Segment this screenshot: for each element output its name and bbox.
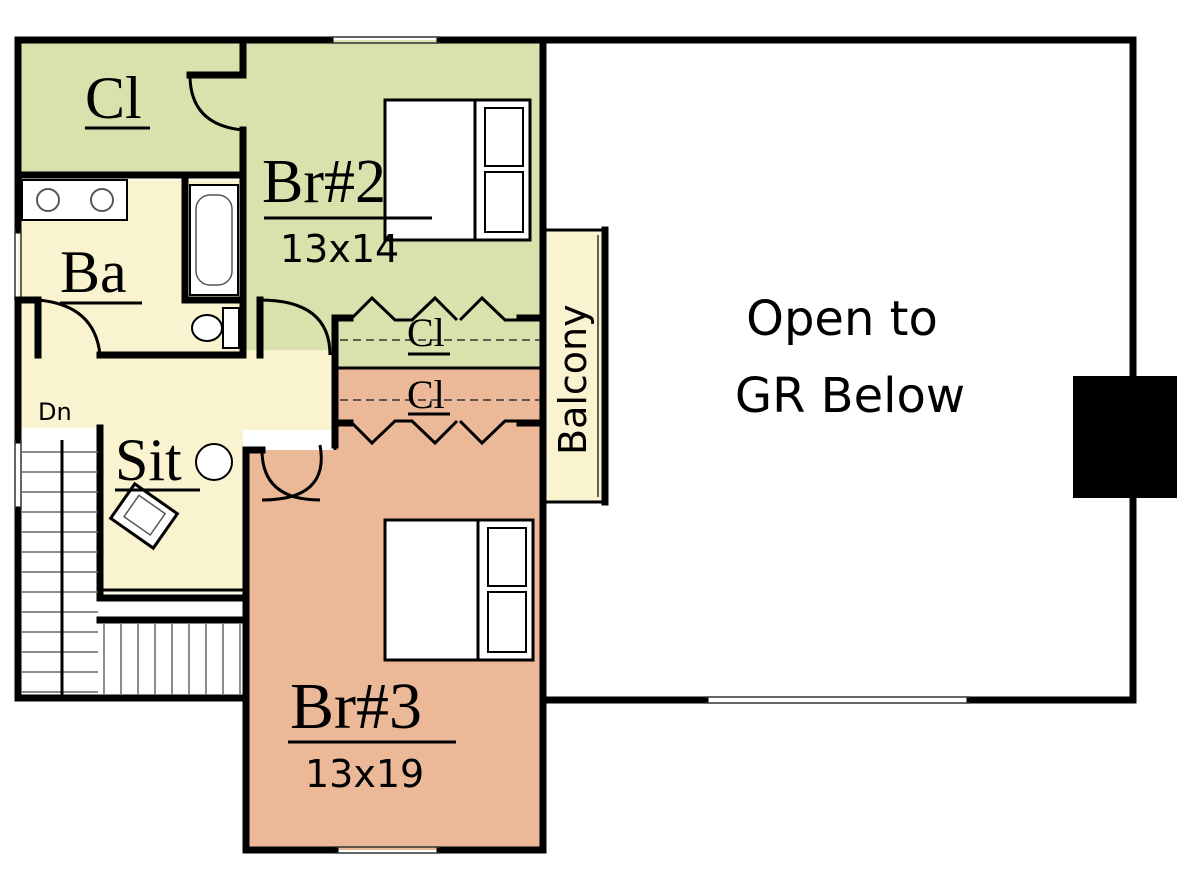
door-swings	[37, 74, 332, 502]
bedroom2-label: Br#2	[262, 148, 386, 216]
bedroom2-label-group: Br#2 13x14	[262, 148, 432, 271]
bath-label-group: Ba	[60, 239, 142, 305]
bedroom3-label: Br#3	[290, 670, 422, 743]
closet-top-fill	[18, 40, 243, 175]
interior-walls	[14, 36, 609, 702]
closet-top-label: Cl	[85, 65, 142, 131]
stairs-icon	[22, 440, 241, 698]
balcony-fill	[543, 230, 605, 502]
bed-icon	[383, 518, 535, 662]
bedroom3-size: 13x19	[305, 752, 424, 796]
bath-label: Ba	[60, 239, 127, 305]
closet-mid-upper-label-group: Cl	[407, 310, 450, 356]
open-area-label-line1: Open to	[746, 291, 938, 347]
closet-mid-upper-label: Cl	[407, 310, 445, 355]
sitting-label-group: Sit	[115, 427, 200, 493]
bifold-doors	[340, 295, 540, 446]
sitting-label: Sit	[115, 427, 182, 493]
fireplace-icon	[1073, 376, 1177, 498]
lamp-icon	[195, 443, 233, 481]
windows	[14, 36, 970, 854]
bedroom3-label-group: Br#3 13x19	[288, 670, 456, 796]
bedroom2-size: 13x14	[280, 227, 399, 271]
closet-top-label-group: Cl	[85, 65, 150, 131]
closet-mid-upper-fill	[335, 318, 543, 368]
exterior-walls	[14, 36, 1137, 854]
chair-icon	[108, 481, 180, 551]
open-area-fill	[543, 40, 1133, 700]
stairs-down-label: Dn	[38, 398, 72, 426]
balcony-label: Balcony	[551, 304, 595, 455]
sitting-fill	[18, 350, 335, 430]
open-area-label-line2: GR Below	[735, 368, 965, 424]
closet-mid-lower-label-group: Cl	[407, 372, 450, 417]
sink-icon	[21, 179, 128, 221]
toilet-icon	[191, 307, 240, 349]
tub-icon	[189, 184, 239, 296]
closet-mid-lower-label: Cl	[407, 372, 445, 417]
stairs-fill	[18, 428, 100, 698]
